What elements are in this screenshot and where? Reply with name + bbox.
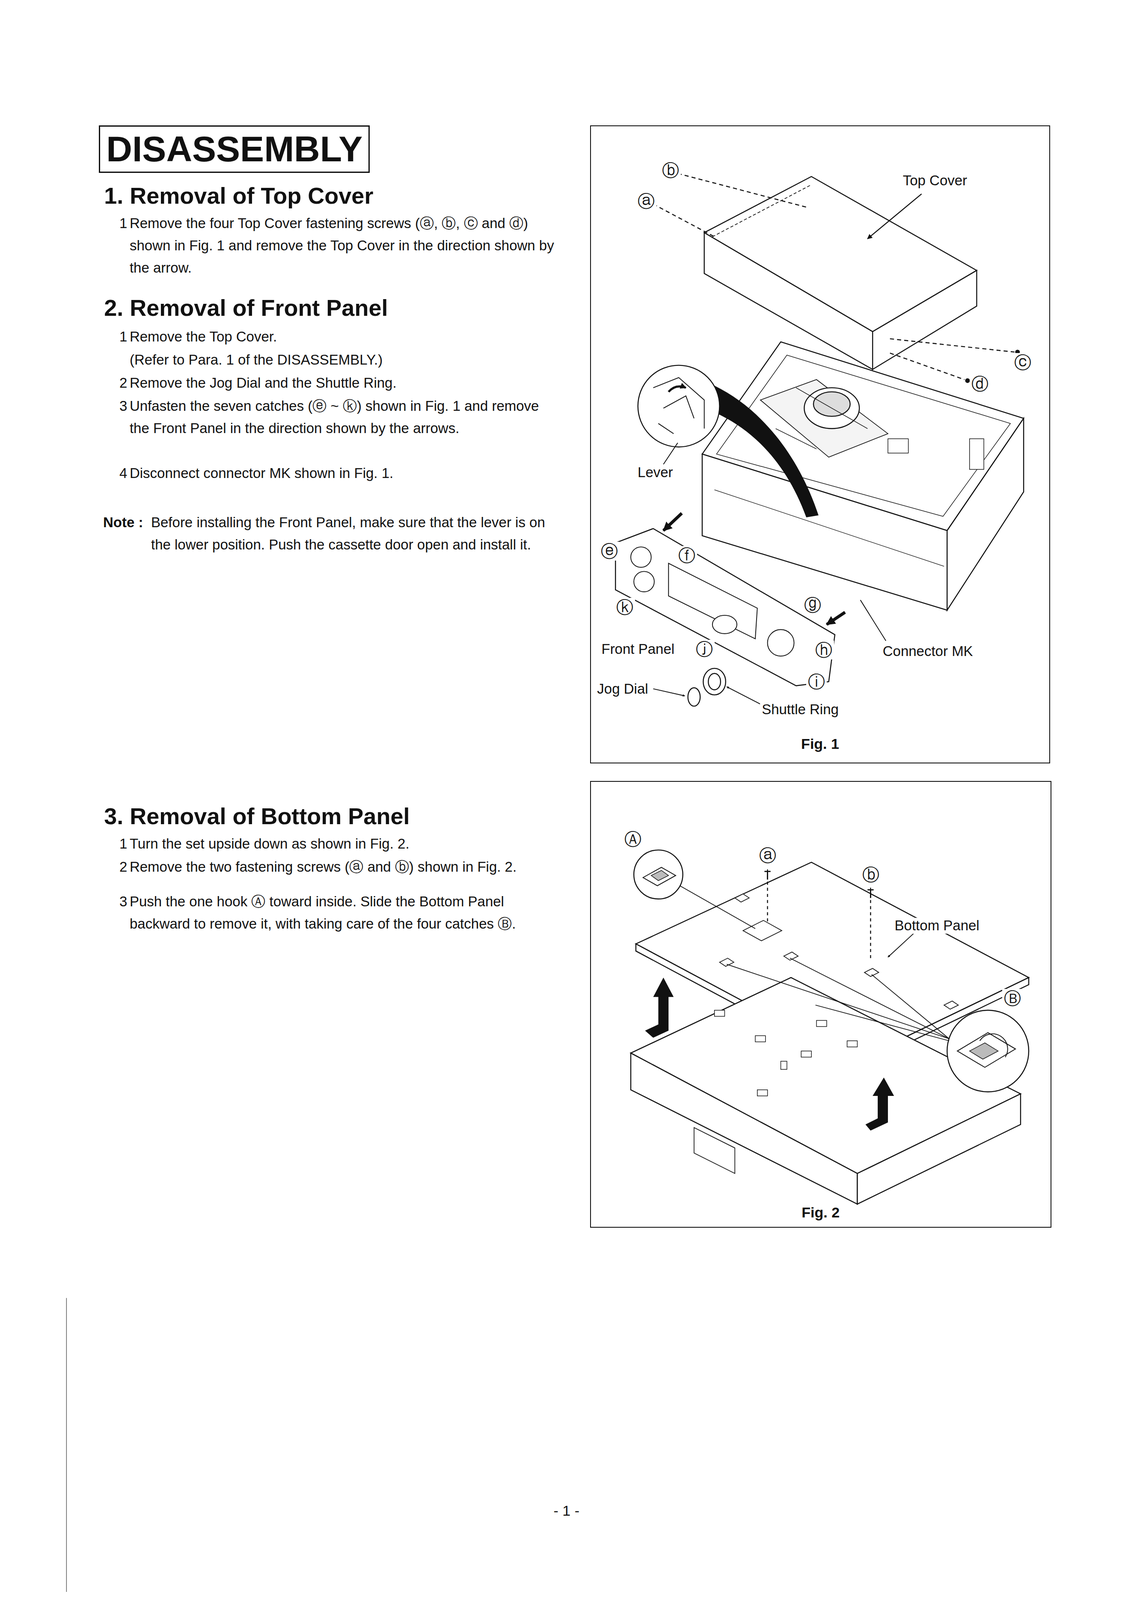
step-text: Unfasten the seven catches (ⓔ ~ ⓚ) shown… bbox=[129, 394, 559, 440]
part-name: Connector MK bbox=[881, 643, 975, 660]
step-text: Push the one hook Ⓐ toward inside. Slide… bbox=[129, 890, 559, 936]
step-text: Remove the four Top Cover fastening scre… bbox=[129, 212, 559, 280]
callout-letter: ⓘ bbox=[806, 672, 827, 692]
step-number: 1 bbox=[119, 212, 128, 235]
step-number: 4 bbox=[119, 462, 128, 485]
callout-letter: Ⓑ bbox=[1002, 988, 1023, 1008]
step-text: Remove the Jog Dial and the Shuttle Ring… bbox=[129, 371, 559, 395]
part-name: Shuttle Ring bbox=[759, 701, 841, 718]
page-number: - 1 - bbox=[553, 1502, 580, 1520]
heading-box: DISASSEMBLY bbox=[98, 125, 370, 173]
figure-caption: Fig. 2 bbox=[798, 1204, 843, 1221]
step-text: Remove the Top Cover. bbox=[129, 325, 559, 348]
figure-caption: Fig. 1 bbox=[798, 735, 842, 753]
note-label: Note : bbox=[103, 511, 144, 534]
callout-letter: ⓒ bbox=[1012, 353, 1034, 372]
callout-letter: ⓐ bbox=[635, 191, 657, 211]
section-heading: 2. Removal of Front Panel bbox=[103, 293, 388, 322]
part-name: Jog Dial bbox=[595, 681, 650, 697]
part-name: Lever bbox=[635, 464, 675, 481]
section-heading: 3. Removal of Bottom Panel bbox=[103, 802, 410, 831]
step-number: 2 bbox=[119, 371, 128, 395]
section-heading: 1. Removal of Top Cover bbox=[103, 181, 374, 210]
step-text: (Refer to Para. 1 of the DISASSEMBLY.) bbox=[129, 348, 559, 372]
figure-frame: Fig. 1 bbox=[590, 125, 1051, 764]
figure-frame: Fig. 2 bbox=[590, 780, 1052, 1229]
callout-letter: ⓑ bbox=[860, 865, 882, 885]
callout-letter: ⓓ bbox=[969, 374, 991, 394]
callout-letter: ⓐ bbox=[757, 846, 778, 865]
callout-letter: ⓕ bbox=[676, 546, 698, 565]
step-number: 3 bbox=[119, 394, 128, 418]
callout-letter: ⓖ bbox=[802, 595, 823, 615]
part-name: Front Panel bbox=[599, 641, 677, 657]
callout-letter: ⓙ bbox=[694, 639, 715, 659]
callout-letter: ⓑ bbox=[660, 160, 681, 180]
callout-letter: ⓔ bbox=[599, 541, 620, 561]
step-text: Remove the two fastening screws (ⓐ and ⓑ… bbox=[129, 855, 559, 879]
step-text: Before installing the Front Panel, make … bbox=[151, 511, 560, 556]
step-number: 3 bbox=[119, 890, 128, 913]
part-name: Top Cover bbox=[901, 172, 969, 189]
step-number: 1 bbox=[119, 325, 128, 348]
step-text: Disconnect connector MK shown in Fig. 1. bbox=[129, 462, 559, 485]
step-number: 1 bbox=[119, 832, 128, 855]
callout-letter: ⓚ bbox=[614, 597, 636, 617]
callout-letter: ⓗ bbox=[813, 640, 835, 660]
page-title: DISASSEMBLY bbox=[106, 126, 363, 172]
step-number: 2 bbox=[119, 855, 128, 879]
callout-letter: Ⓐ bbox=[622, 829, 644, 849]
part-name: Bottom Panel bbox=[893, 917, 982, 934]
step-text: Turn the set upside down as shown in Fig… bbox=[129, 832, 559, 855]
